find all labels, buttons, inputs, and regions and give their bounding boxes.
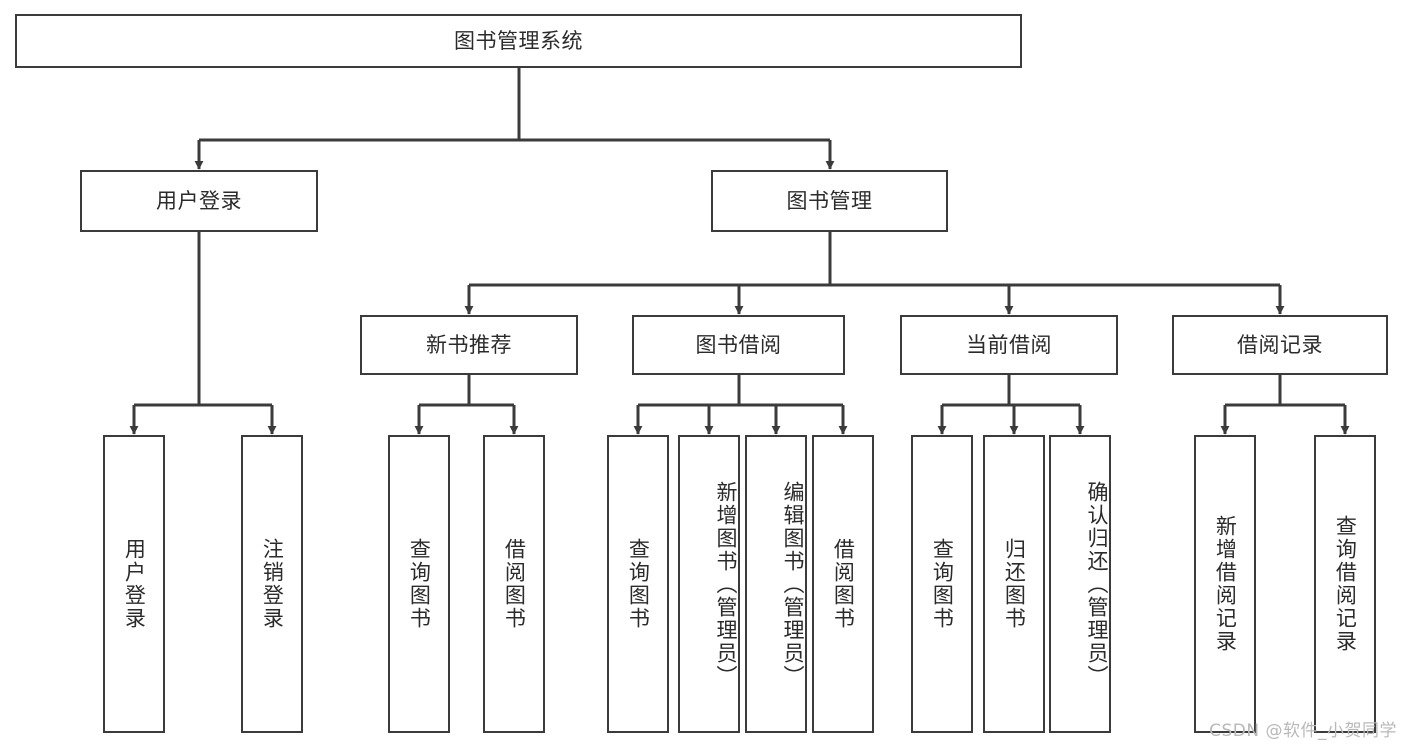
node-root[interactable]: 图书管理系统	[15, 14, 1022, 68]
node-leaf-query-record[interactable]: 查询借阅记录	[1314, 435, 1376, 733]
node-leaf-add-record-label: 新增借阅记录	[1213, 515, 1238, 653]
node-leaf-borrow-book-2-label: 借阅图书	[831, 538, 856, 630]
node-leaf-confirm-return[interactable]: 确认归还（管理员）	[1049, 435, 1111, 733]
node-new-book-recommend[interactable]: 新书推荐	[360, 315, 578, 375]
node-leaf-return-book[interactable]: 归还图书	[983, 435, 1045, 733]
node-leaf-return-book-label: 归还图书	[1002, 538, 1027, 630]
node-leaf-edit-book-label: 编辑图书（管理员）	[781, 480, 805, 688]
node-leaf-user-login[interactable]: 用户登录	[103, 435, 165, 733]
node-leaf-query-book-2-label: 查询图书	[626, 538, 651, 630]
node-leaf-confirm-return-label: 确认归还（管理员）	[1085, 480, 1109, 688]
node-book-borrow-label: 图书借阅	[695, 332, 782, 357]
node-leaf-borrow-book-1-label: 借阅图书	[502, 538, 527, 630]
node-new-book-recommend-label: 新书推荐	[426, 332, 512, 357]
node-book-manage-label: 图书管理	[786, 188, 873, 213]
node-leaf-user-login-label: 用户登录	[122, 538, 147, 630]
node-leaf-query-book-1-label: 查询图书	[407, 538, 432, 630]
node-user-login-label: 用户登录	[156, 188, 242, 213]
node-leaf-query-book-3[interactable]: 查询图书	[911, 435, 973, 733]
node-current-borrow[interactable]: 当前借阅	[900, 315, 1118, 375]
node-leaf-query-book-1[interactable]: 查询图书	[388, 435, 450, 733]
node-leaf-query-book-2[interactable]: 查询图书	[607, 435, 669, 733]
node-leaf-add-record[interactable]: 新增借阅记录	[1194, 435, 1256, 733]
node-leaf-borrow-book-2[interactable]: 借阅图书	[812, 435, 874, 733]
node-borrow-record[interactable]: 借阅记录	[1172, 315, 1388, 375]
node-leaf-logout-label: 注销登录	[260, 538, 285, 630]
node-leaf-add-book[interactable]: 新增图书（管理员）	[678, 435, 740, 733]
node-leaf-edit-book[interactable]: 编辑图书（管理员）	[745, 435, 807, 733]
node-book-borrow[interactable]: 图书借阅	[632, 315, 845, 375]
node-current-borrow-label: 当前借阅	[966, 332, 1052, 357]
node-leaf-borrow-book-1[interactable]: 借阅图书	[483, 435, 545, 733]
node-leaf-logout[interactable]: 注销登录	[241, 435, 303, 733]
node-leaf-query-book-3-label: 查询图书	[930, 538, 955, 630]
node-book-manage[interactable]: 图书管理	[711, 170, 948, 232]
node-borrow-record-label: 借阅记录	[1237, 332, 1323, 357]
node-leaf-add-book-label: 新增图书（管理员）	[714, 480, 738, 688]
node-user-login[interactable]: 用户登录	[80, 170, 318, 232]
node-leaf-query-record-label: 查询借阅记录	[1333, 515, 1358, 653]
node-root-label: 图书管理系统	[454, 28, 583, 53]
csdn-watermark: CSDN @软件_小贺同学	[1209, 721, 1397, 741]
